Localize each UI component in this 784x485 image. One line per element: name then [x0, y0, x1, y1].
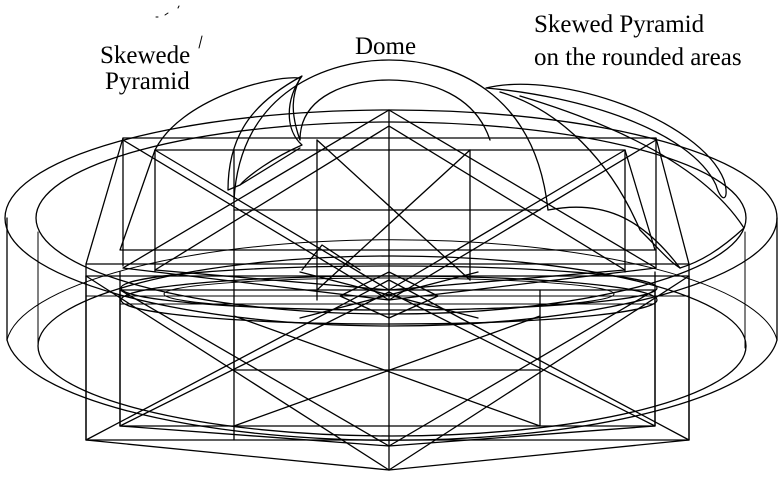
upper-cuboid-inner-face	[119, 149, 656, 251]
dome	[154, 59, 549, 211]
bottom-outer-ring-back	[6, 239, 778, 341]
dome-arc-main	[233, 59, 549, 211]
label-dome: Dome	[355, 33, 416, 60]
upper-diagonals	[122, 109, 657, 301]
stray-marks	[155, 5, 203, 49]
label-skewed-pyramid-left-line1: Skewede	[100, 42, 190, 69]
label-skewed-pyramid-right-line1: Skewed Pyramid	[534, 11, 705, 38]
central-star	[299, 244, 479, 319]
upper-cuboid-top-face	[85, 137, 690, 265]
skewed-pyramid-right	[485, 83, 745, 269]
cylinder-base	[4, 109, 778, 441]
top-inner-ring	[35, 121, 747, 315]
lower-diagonals	[85, 275, 690, 471]
lower-cuboid-front	[85, 275, 690, 441]
label-skewed-pyramid-right-line2: on the rounded areas	[534, 44, 742, 71]
skewed-pyramid-left	[227, 75, 303, 191]
middle-rings	[120, 265, 658, 325]
label-skewed-pyramid-left-line2: Pyramid	[105, 68, 190, 95]
